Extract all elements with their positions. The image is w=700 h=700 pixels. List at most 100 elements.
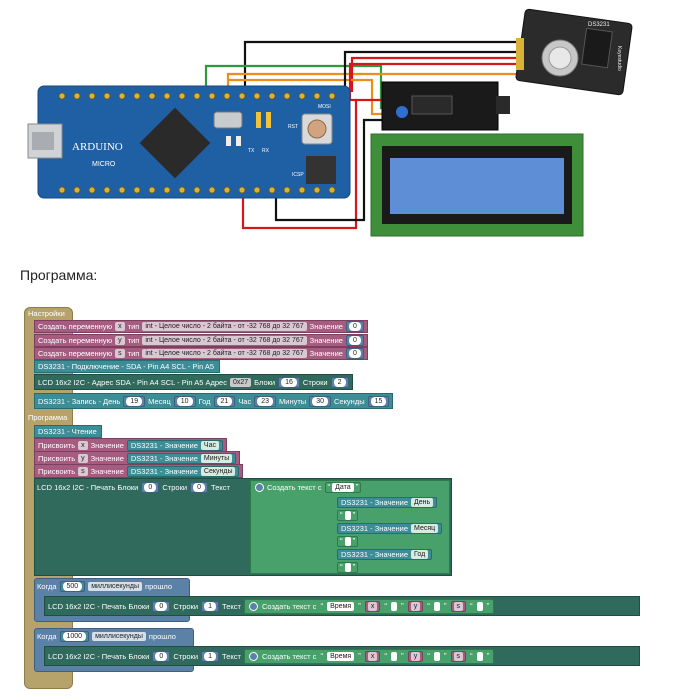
- ds-field-dropdown[interactable]: Секунды: [200, 466, 236, 476]
- text-sep-row-1: “”: [334, 509, 361, 522]
- ds-field-dropdown[interactable]: Месяц: [411, 524, 439, 533]
- text-input[interactable]: [391, 601, 398, 611]
- ds3231-read-block[interactable]: DS3231 - Чтение: [34, 425, 102, 438]
- assign-var-dropdown[interactable]: s: [78, 466, 88, 476]
- create-text-label: Создать текст с: [261, 651, 317, 661]
- hour-input[interactable]: 23: [257, 396, 274, 406]
- ms-input[interactable]: 1000: [62, 632, 87, 641]
- wire-black-bottom: [274, 118, 392, 222]
- ds-field-dropdown[interactable]: День: [411, 498, 434, 507]
- var-name-dropdown[interactable]: y: [115, 336, 125, 345]
- var-dropdown[interactable]: x: [367, 651, 378, 661]
- var-dropdown[interactable]: s: [453, 651, 464, 661]
- assign-label: Присвоить: [38, 440, 76, 450]
- lcd-init-block[interactable]: LCD 16x2 I2C - Адрес SDA - Pin A4 SCL - …: [34, 374, 353, 390]
- day-input[interactable]: 19: [126, 396, 143, 406]
- value-input[interactable]: 0: [348, 336, 361, 345]
- ds-field-dropdown[interactable]: Минуты: [200, 453, 233, 463]
- gear-icon[interactable]: [248, 601, 258, 611]
- ds3231-write-block[interactable]: DS3231 - Запись - День 19 Месяц 10 Год 2…: [34, 393, 394, 409]
- value-input[interactable]: 0: [348, 322, 361, 331]
- ds-value-year-row: DS3231 - Значение Год: [334, 548, 435, 561]
- gear-icon[interactable]: [255, 483, 264, 492]
- create-var-x-block[interactable]: Создать переменную x тип int - Целое чис…: [34, 320, 368, 333]
- lcd-cols-input[interactable]: 16: [281, 377, 297, 387]
- lcd-addr-dropdown[interactable]: 0x27: [229, 377, 252, 387]
- seconds-input[interactable]: 15: [370, 396, 387, 406]
- text-input[interactable]: [344, 511, 351, 520]
- when-label: Когда: [37, 632, 57, 641]
- create-text-header: Создать текст с “Дата”: [252, 481, 364, 494]
- ds-value-month-block[interactable]: DS3231 - Значение Месяц: [337, 523, 443, 534]
- assign-y-block[interactable]: Присвоить y Значение DS3231 - Значение М…: [34, 451, 241, 465]
- text-literal-block[interactable]: “Дата”: [324, 482, 362, 493]
- text-input[interactable]: [433, 651, 440, 661]
- lcd-row-label: Строки: [173, 601, 199, 611]
- passed-label: прошло: [148, 632, 176, 641]
- lcd-block-input[interactable]: 0: [144, 483, 157, 492]
- assign-var-dropdown[interactable]: y: [78, 453, 88, 463]
- lcd-row-input[interactable]: 1: [204, 601, 217, 611]
- text-input[interactable]: [344, 563, 351, 572]
- text-literal-block[interactable]: “”: [337, 562, 359, 573]
- seconds-label: Секунды: [333, 396, 365, 406]
- var-dropdown[interactable]: s: [453, 601, 464, 611]
- var-name-dropdown[interactable]: x: [115, 322, 125, 331]
- board-model: MICRO: [92, 161, 116, 168]
- create-var-y-block[interactable]: Создать переменную y тип int - Целое чис…: [34, 334, 368, 347]
- year-input[interactable]: 21: [216, 396, 233, 406]
- ds-field-dropdown[interactable]: Час: [200, 440, 219, 450]
- year-label: Год: [198, 396, 211, 406]
- ms-input[interactable]: 500: [62, 582, 83, 591]
- assign-value-label: Значение: [90, 453, 124, 463]
- lcd-block-input[interactable]: 0: [155, 651, 168, 661]
- type-dropdown[interactable]: int - Целое число - 2 байта - от -32 768…: [142, 336, 307, 345]
- gear-icon[interactable]: [248, 651, 258, 661]
- lcd-rows-input[interactable]: 2: [333, 377, 346, 387]
- label-mosi: MOSI: [318, 104, 331, 110]
- ds-value-label: DS3231 - Значение: [130, 466, 198, 476]
- rtc-chip-label: DS3231: [588, 22, 610, 28]
- text-input[interactable]: Дата: [332, 483, 354, 492]
- var-dropdown[interactable]: x: [367, 601, 378, 611]
- create-text-block[interactable]: Создать текст с “Время” x “” y “” s “”: [243, 598, 495, 614]
- lcd-row-input[interactable]: 0: [193, 483, 206, 492]
- ds-field-dropdown[interactable]: Год: [411, 550, 429, 559]
- text-input[interactable]: Время: [327, 651, 355, 661]
- unit-dropdown[interactable]: миллисекунды: [92, 632, 146, 641]
- create-var-label: Создать переменную: [38, 322, 113, 331]
- text-input[interactable]: [476, 651, 483, 661]
- text-input[interactable]: [433, 601, 440, 611]
- create-text-block[interactable]: Создать текст с “Время” x “” y “” s “”: [243, 648, 495, 664]
- var-dropdown[interactable]: y: [410, 651, 421, 661]
- unit-dropdown[interactable]: миллисекунды: [88, 582, 143, 591]
- text-input[interactable]: [391, 651, 398, 661]
- ds-value-day-block[interactable]: DS3231 - Значение День: [337, 497, 438, 508]
- text-literal-block[interactable]: “”: [337, 510, 359, 521]
- assign-x-block[interactable]: Присвоить x Значение DS3231 - Значение Ч…: [34, 438, 227, 452]
- month-input[interactable]: 10: [176, 396, 193, 406]
- var-name-dropdown[interactable]: s: [115, 349, 125, 358]
- assign-var-dropdown[interactable]: x: [78, 440, 88, 450]
- ds3231-connect-block[interactable]: DS3231 - Подключение - SDA - Pin A4 SCL …: [34, 360, 220, 373]
- lcd-row-input[interactable]: 1: [204, 651, 217, 661]
- lcd-block-input[interactable]: 0: [155, 601, 168, 611]
- ds-value-year-block[interactable]: DS3231 - Значение Год: [337, 549, 433, 560]
- var-dropdown[interactable]: y: [410, 601, 421, 611]
- wire-red-rtc: [348, 62, 520, 102]
- type-dropdown[interactable]: int - Целое число - 2 байта - от -32 768…: [142, 349, 307, 358]
- text-literal-block[interactable]: “”: [337, 536, 359, 547]
- text-input[interactable]: [476, 601, 483, 611]
- assign-s-block[interactable]: Присвоить s Значение DS3231 - Значение С…: [34, 464, 244, 478]
- text-input[interactable]: Время: [327, 601, 355, 611]
- lcd-print-time-block-1[interactable]: LCD 16x2 I2C - Печать Блоки 0 Строки 1 Т…: [44, 596, 640, 616]
- value-input[interactable]: 0: [348, 349, 361, 358]
- minutes-input[interactable]: 30: [312, 396, 328, 406]
- text-input[interactable]: [344, 537, 351, 546]
- create-var-s-block[interactable]: Создать переменную s тип int - Целое чис…: [34, 347, 368, 360]
- ds-value-label: DS3231 - Значение: [130, 440, 198, 450]
- type-dropdown[interactable]: int - Целое число - 2 байта - от -32 768…: [142, 322, 307, 331]
- create-text-label: Создать текст с: [261, 601, 317, 611]
- lcd-print-time-block-2[interactable]: LCD 16x2 I2C - Печать Блоки 0 Строки 1 Т…: [44, 646, 640, 666]
- assign-label: Присвоить: [38, 453, 76, 463]
